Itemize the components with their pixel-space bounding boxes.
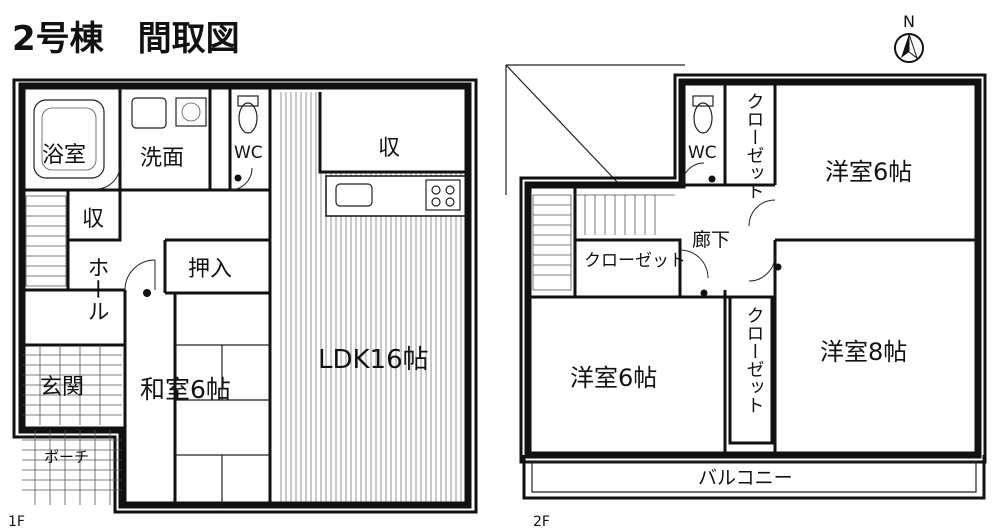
porch-label: ポーチ [44, 448, 89, 466]
closet-top-label: クローゼット [744, 92, 765, 200]
wc-2f-label: WC [688, 143, 717, 163]
hall-label: ホール [84, 256, 109, 322]
floor2-label: 2F [533, 514, 550, 530]
oshiire-label: 押入 [188, 257, 232, 282]
storage-upper-label: 収 [378, 136, 400, 161]
western-sw-label: 洋室6帖 [570, 364, 657, 392]
closet-hall-label: クローゼット [584, 251, 686, 271]
closet-mid-label: クローゼット [744, 306, 765, 414]
north-compass-icon: N [894, 12, 924, 63]
ldk-flooring-hatch [280, 92, 462, 502]
bath-label: 浴室 [42, 143, 86, 168]
corridor-label: 廊下 [692, 229, 730, 251]
floor1-plan: 浴室 洗面 WC 収 収 押入 ホール 玄関 ポーチ 和室6帖 LDK16帖 1… [8, 78, 478, 530]
floor2-plan: WC クローゼット 廊下 クローゼット クローゼット 洋室6帖 洋室8帖 洋室6… [505, 64, 987, 530]
storage-lower-label: 収 [82, 207, 104, 232]
entrance-label: 玄関 [40, 375, 84, 400]
western-ne-label: 洋室6帖 [825, 158, 912, 186]
plan-title: 2号棟 間取図 [12, 19, 240, 59]
washroom-label: 洗面 [140, 146, 184, 171]
compass-label: N [903, 12, 915, 31]
washitsu-label: 和室6帖 [140, 375, 231, 404]
wc-1f-label: WC [234, 143, 263, 163]
balcony-label: バルコニー [698, 467, 793, 489]
ldk-label: LDK16帖 [318, 345, 429, 375]
western-e-label: 洋室8帖 [820, 338, 907, 366]
floor1-label: 1F [8, 514, 25, 530]
